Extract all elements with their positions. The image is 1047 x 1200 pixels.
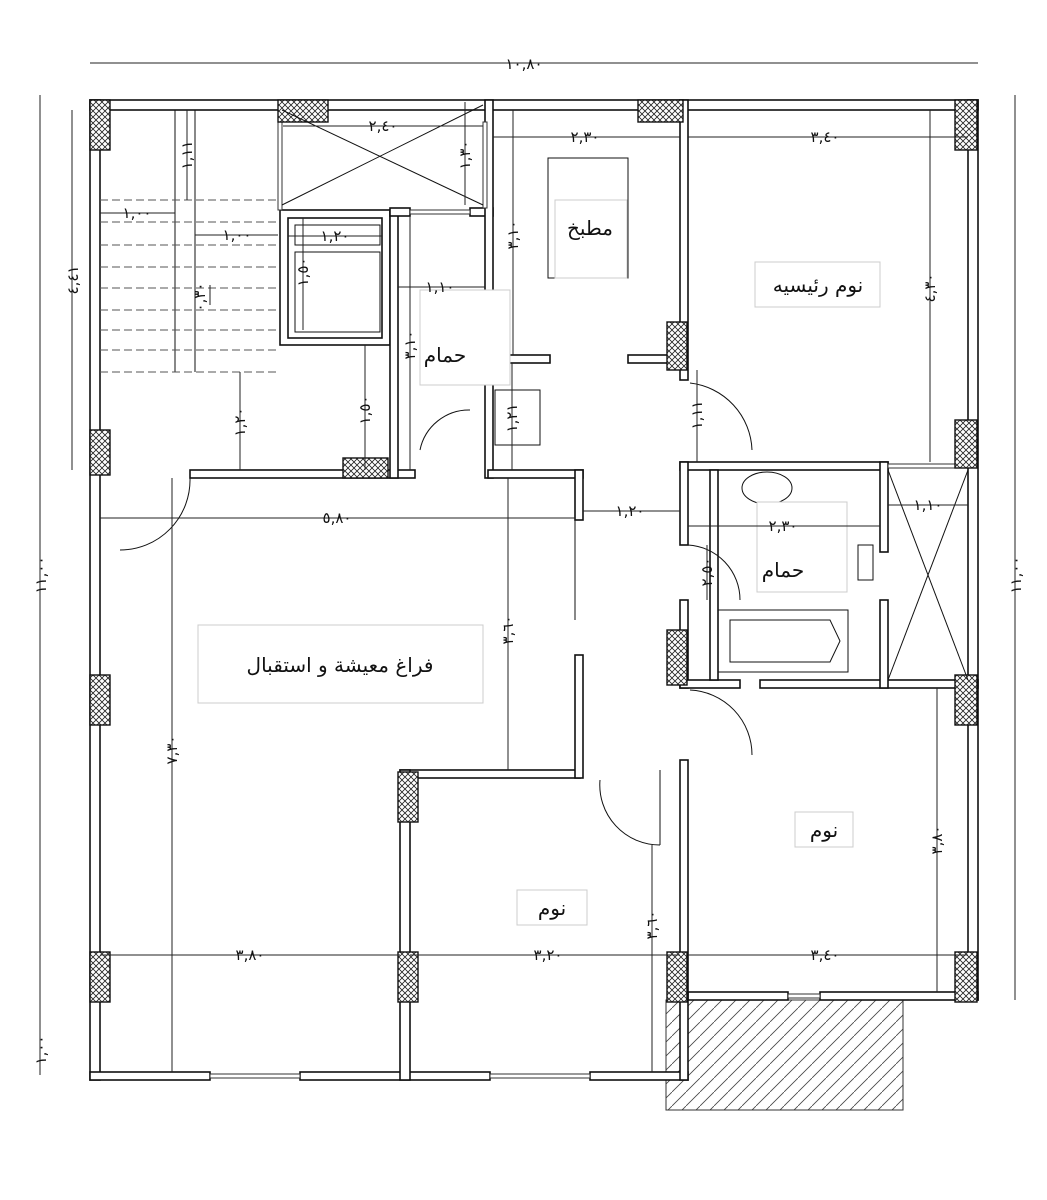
stair-block-height-label: ٤,٤١ bbox=[64, 266, 82, 295]
dim-kitchen-width: ٢,٣٠ bbox=[571, 128, 600, 146]
dim-master-height: ٤,٣٠ bbox=[921, 274, 939, 303]
room-labels: مطبخ نوم رئيسيه حمام حمام فراغ معيشة و ا… bbox=[197, 199, 881, 926]
fixtures bbox=[119, 157, 874, 846]
dim-bath1-height: ٣,١٠ bbox=[401, 331, 419, 360]
dim-step: ٠,٣٠ bbox=[191, 283, 209, 312]
balcony bbox=[665, 999, 904, 1111]
dim-lift-height: ١,٥٠ bbox=[294, 258, 312, 287]
dim-bed2-height: ٣,٦٠ bbox=[643, 911, 661, 940]
dim-bed2-width: ٣,٢٠ bbox=[534, 946, 563, 964]
dim-corridor-door: ١,١١ bbox=[688, 401, 706, 430]
bath1-label: حمام bbox=[424, 343, 466, 367]
dim-corridor-width: ١,٢٠ bbox=[616, 502, 645, 520]
dim-fridge: ١,٢١ bbox=[503, 404, 521, 433]
dim-living-height: ٣,٦٠ bbox=[499, 616, 517, 645]
dim-lift-width: ١,٢٠ bbox=[321, 227, 350, 245]
dim-shaft2-width: ١,١٠ bbox=[914, 496, 943, 514]
balcony-depth-label: ١,٠٠ bbox=[32, 1036, 50, 1065]
shaft-cross bbox=[281, 104, 969, 681]
master-bedroom-label: نوم رئيسيه bbox=[773, 273, 864, 297]
kitchen-label: مطبخ bbox=[567, 216, 613, 240]
dim-stair-width-2: ١,٠٠ bbox=[223, 226, 252, 244]
dim-bath2-width: ٢,٣٠ bbox=[769, 517, 798, 535]
dim-bed3-height: ٣,٨٠ bbox=[928, 826, 946, 855]
dim-shaft-height: ١,٣٠ bbox=[456, 141, 474, 170]
dim-lift-lobby: ١,٥٠ bbox=[356, 396, 374, 425]
bath2-label: حمام bbox=[762, 558, 804, 582]
bedroom2-label: نوم bbox=[810, 818, 838, 842]
dim-kitchen-height: ٣,١٠ bbox=[504, 221, 522, 250]
dim-bath2-height: ٢,٥٠ bbox=[698, 558, 716, 587]
overall-width-label: ١٠,٨٠ bbox=[506, 55, 543, 73]
dim-bed3-width: ٣,٤٠ bbox=[811, 946, 840, 964]
dim-landing: ١,٢٠ bbox=[231, 408, 249, 437]
sink-icon bbox=[741, 471, 793, 505]
dimensions: ٢,٤٠ ١,٣٠ ٢,٣٠ ٣,٤٠ ١,١١ ١,٠٠ ١,٠٠ ١,٢٠ … bbox=[100, 102, 968, 1072]
overall-dimensions: ١٠,٨٠ ١١,٠٠ ٤,٤١ ١,٠٠ ١١,٠٠ bbox=[32, 55, 1025, 1075]
bedroom1-label: نوم bbox=[538, 896, 566, 920]
dim-living-width: ٥,٨٠ bbox=[323, 509, 352, 527]
dim-bed1-width: ٣,٨٠ bbox=[236, 946, 265, 964]
dim-shaft-width: ٢,٤٠ bbox=[369, 117, 398, 135]
living-room-label: فراغ معيشة و استقبال bbox=[247, 653, 434, 677]
dim-stair-height: ١,١١ bbox=[178, 141, 196, 170]
overall-height-right-label: ١١,٠٠ bbox=[1007, 557, 1025, 594]
overall-height-left-label: ١١,٠٠ bbox=[32, 557, 50, 594]
dim-bath1-width: ١,١٠ bbox=[426, 278, 455, 296]
dim-master-width: ٣,٤٠ bbox=[811, 128, 840, 146]
bathtub-icon bbox=[717, 609, 849, 673]
dim-stair-width-1: ١,٠٠ bbox=[123, 204, 152, 222]
columns bbox=[89, 99, 978, 1003]
dim-living-full-height: ٧,٣٠ bbox=[163, 736, 181, 765]
stairs bbox=[100, 110, 278, 373]
